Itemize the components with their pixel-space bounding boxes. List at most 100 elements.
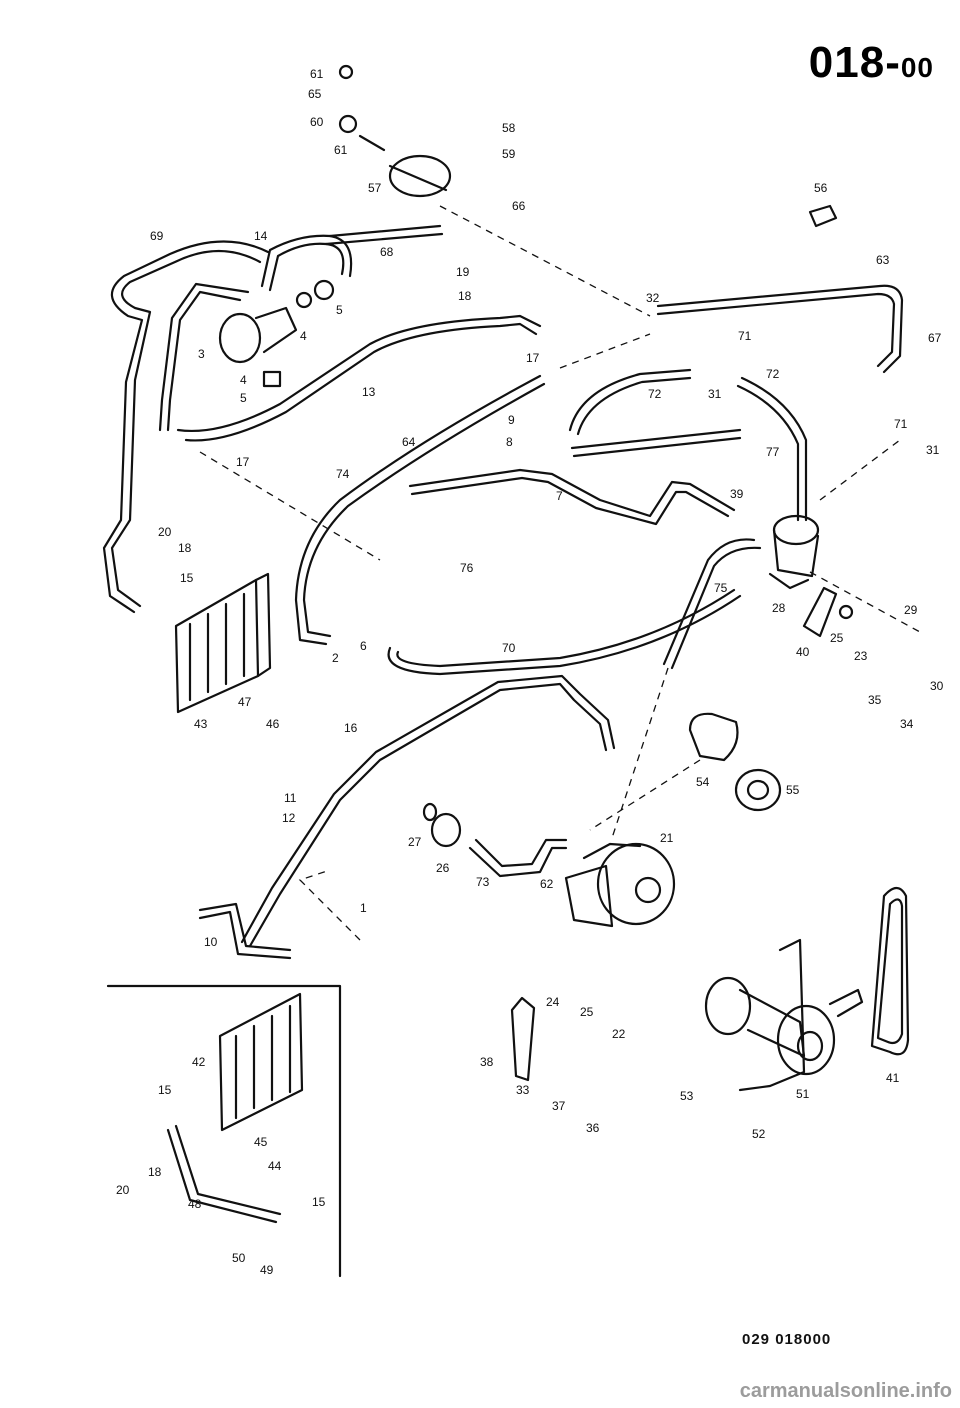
callout: 25 xyxy=(580,1005,594,1019)
hose-13 xyxy=(176,314,542,442)
grommet-55 xyxy=(734,768,782,812)
callout: 68 xyxy=(380,245,394,259)
callout: 60 xyxy=(310,115,324,129)
callout: 16 xyxy=(344,721,358,735)
hose-69 xyxy=(102,240,270,614)
pipe-10 xyxy=(198,674,616,960)
pulley-54 xyxy=(688,712,739,762)
callout: 71 xyxy=(894,417,908,431)
callout: 5 xyxy=(336,303,343,317)
belt-41 xyxy=(870,886,910,1056)
callout: 65 xyxy=(308,87,322,101)
callout: 51 xyxy=(796,1087,810,1101)
callout: 77 xyxy=(766,445,780,459)
callout: 11 xyxy=(284,791,297,805)
page-code-main: 018 xyxy=(808,38,886,87)
hose-72b xyxy=(736,376,808,522)
callout: 34 xyxy=(900,717,914,731)
callout: 15 xyxy=(158,1083,172,1097)
hose-75 xyxy=(662,538,762,670)
heat-exchanger-43 xyxy=(174,572,272,714)
callout: 2 xyxy=(332,651,339,665)
callout: 5 xyxy=(240,391,247,405)
inset-frame xyxy=(106,984,342,1278)
callout: 15 xyxy=(180,571,194,585)
callout: 4 xyxy=(300,329,307,343)
callout: 73 xyxy=(476,875,490,889)
callout: 19 xyxy=(456,265,470,279)
watermark: carmanualsonline.info xyxy=(739,1380,952,1402)
callout: 69 xyxy=(150,229,164,243)
pressure-regulator-57 xyxy=(338,64,452,198)
pulley-assembly-51 xyxy=(704,938,864,1092)
callout: 20 xyxy=(116,1183,130,1197)
callout: 61 xyxy=(334,143,348,157)
callout: 32 xyxy=(646,291,660,305)
callout: 29 xyxy=(904,603,918,617)
callout: 33 xyxy=(516,1083,530,1097)
callout: 20 xyxy=(158,525,172,539)
check-valve-28 xyxy=(768,514,820,590)
pipe-48 xyxy=(166,1124,282,1224)
callout: 38 xyxy=(480,1055,494,1069)
callout: 10 xyxy=(204,935,218,949)
callout: 55 xyxy=(786,783,800,797)
callout: 18 xyxy=(458,289,472,303)
callout: 72 xyxy=(766,367,780,381)
grommet-26 xyxy=(422,802,462,848)
callout: 3 xyxy=(198,347,205,361)
hose-64 xyxy=(294,374,546,646)
callout: 52 xyxy=(752,1127,766,1141)
callout: 35 xyxy=(868,693,882,707)
hose-68 xyxy=(260,224,444,292)
callout: 64 xyxy=(402,435,416,449)
valve-3 xyxy=(218,279,335,388)
callout: 13 xyxy=(362,385,376,399)
callout: 15 xyxy=(312,1195,326,1209)
callout: 45 xyxy=(254,1135,268,1149)
callout: 18 xyxy=(178,541,192,555)
callout: 14 xyxy=(254,229,268,243)
callout: 49 xyxy=(260,1263,274,1277)
callout: 70 xyxy=(502,641,516,655)
callout: 71 xyxy=(738,329,752,343)
bracket-33 xyxy=(510,996,536,1082)
callout: 21 xyxy=(660,831,674,845)
callout: 58 xyxy=(502,121,516,135)
page-code-separator: - xyxy=(885,38,901,87)
callout-labels: 61 65 60 61 58 59 57 66 56 69 14 68 63 1… xyxy=(116,67,944,1277)
callout: 26 xyxy=(436,861,450,875)
callout: 17 xyxy=(236,455,250,469)
callout: 37 xyxy=(552,1099,566,1113)
callout: 74 xyxy=(336,467,350,481)
callout: 6 xyxy=(360,639,367,653)
callout: 50 xyxy=(232,1251,246,1265)
callout: 25 xyxy=(830,631,844,645)
callout: 41 xyxy=(886,1071,900,1085)
callout: 62 xyxy=(540,877,554,891)
callout: 27 xyxy=(408,835,422,849)
callout: 72 xyxy=(648,387,662,401)
callout: 75 xyxy=(714,581,728,595)
hose-72a xyxy=(568,368,692,436)
callout: 28 xyxy=(772,601,786,615)
sensor-56 xyxy=(808,204,838,228)
hose-77 xyxy=(570,428,742,458)
callout: 30 xyxy=(930,679,944,693)
pipe-7 xyxy=(408,468,736,526)
callout: 18 xyxy=(148,1165,162,1179)
callout: 22 xyxy=(612,1027,626,1041)
callout: 31 xyxy=(926,443,940,457)
callout: 4 xyxy=(240,373,247,387)
hose-63 xyxy=(656,284,904,374)
hose-73 xyxy=(468,838,568,878)
callout: 54 xyxy=(696,775,710,789)
bracket-40 xyxy=(802,586,854,638)
callout: 47 xyxy=(238,695,252,709)
callout: 40 xyxy=(796,645,810,659)
callout: 48 xyxy=(188,1197,202,1211)
callout: 44 xyxy=(268,1159,282,1173)
callout: 53 xyxy=(680,1089,694,1103)
callout: 24 xyxy=(546,995,560,1009)
